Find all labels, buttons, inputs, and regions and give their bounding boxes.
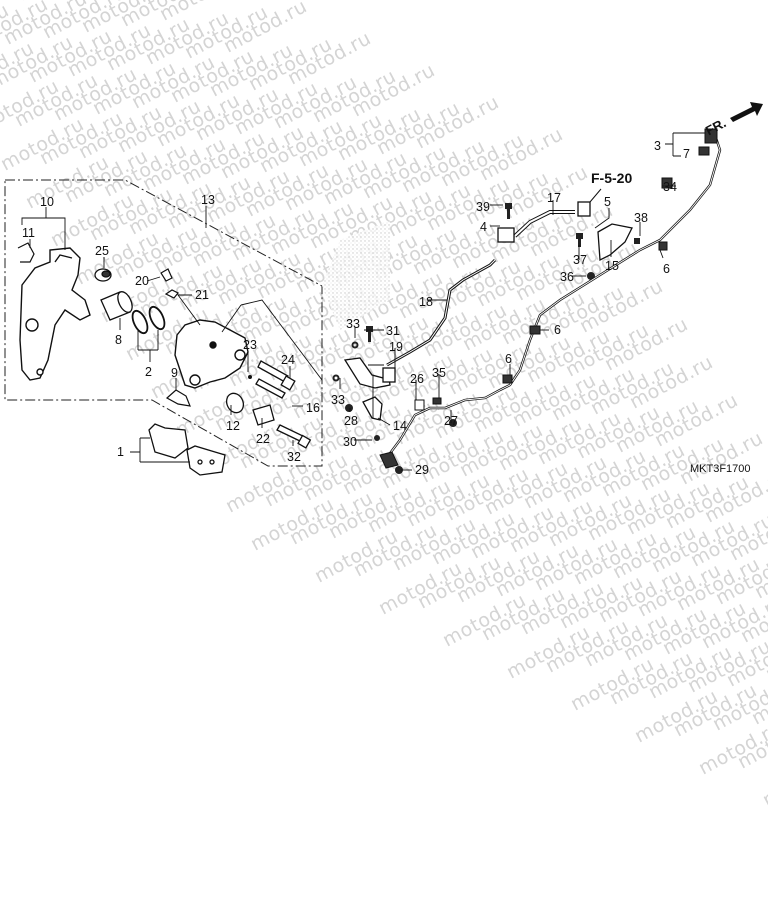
part-callout-18[interactable]: 18 [419,295,433,309]
part-callout-9[interactable]: 9 [171,366,178,380]
part-callout-23[interactable]: 23 [243,338,257,352]
seal-icon [131,305,166,335]
watermark-text: motod.ru [478,583,569,646]
part-callout-10[interactable]: 10 [40,195,54,209]
part-callout-8[interactable]: 8 [115,333,122,347]
part-callout-17[interactable]: 17 [547,191,561,205]
bleeder-icon [160,268,179,299]
brake-pad-icon [148,423,226,476]
part-callout-28[interactable]: 28 [344,414,358,428]
shaded-region [322,220,390,330]
part-callout-6[interactable]: 6 [554,323,561,337]
watermark-text: motod.ru [762,623,768,686]
clip-icon [17,242,35,263]
front-direction-arrow-icon [730,102,763,122]
part-callout-3[interactable]: 3 [654,139,661,153]
sleeve-icon [252,404,275,426]
watermark-text: motod.ru [695,717,768,780]
part-callout-33[interactable]: 33 [346,317,360,331]
part-callout-15[interactable]: 15 [605,259,619,273]
watermark-text: motod.ru [556,571,647,634]
part-callout-14[interactable]: 14 [393,419,407,433]
part-callout-24[interactable]: 24 [281,353,295,367]
part-callout-22[interactable]: 22 [256,432,270,446]
watermark-text: motod.ru [439,589,530,652]
watermark-text: motod.ru [581,609,672,672]
watermark-text: motod.ru [517,577,608,640]
diagram-artwork [4,102,763,476]
part-callout-12[interactable]: 12 [226,419,240,433]
part-callout-16[interactable]: 16 [306,401,320,415]
watermark-text: motod.ru [723,629,768,692]
watermark-text: motod.ru [542,615,633,678]
pad-spring-icon [165,389,191,407]
part-callout-7[interactable]: 7 [683,147,690,161]
watermark-text: motod.ru [734,711,768,774]
part-callout-35[interactable]: 35 [432,366,446,380]
part-callout-2[interactable]: 2 [145,365,152,379]
watermark-text: motod.ru [620,603,711,666]
watermark-text: motod.ru [645,641,736,704]
sensor-cable-inner [384,134,721,461]
part-callout-30[interactable]: 30 [343,435,357,449]
part-callout-1[interactable]: 1 [117,445,124,459]
watermark-text: motod.ru [503,621,594,684]
brake-hose-icon [386,210,575,367]
part-callout-29[interactable]: 29 [415,463,429,477]
part-callout-6[interactable]: 6 [505,352,512,366]
caliper-bracket-icon [19,247,91,381]
watermark-text: motod.ru [759,749,768,812]
part-callout-38[interactable]: 38 [634,211,648,225]
part-callout-5[interactable]: 5 [604,195,611,209]
watermark-text: motod.ru [748,667,768,730]
part-callout-20[interactable]: 20 [135,274,149,288]
part-callout-11[interactable]: 11 [22,226,35,240]
watermark-text: motod.ru [737,585,768,648]
reference-figure-label[interactable]: F-5-20 [591,170,633,186]
ref-pointer [589,188,602,203]
watermark-text: motod.ru [606,647,697,710]
pin-boot-icon [225,392,245,414]
watermark-text: motod.ru [631,685,722,748]
part-callout-13[interactable]: 13 [201,193,215,207]
leader-lines [21,132,705,471]
part-callout-36[interactable]: 36 [560,270,574,284]
part-callout-34[interactable]: 34 [663,180,677,194]
part-callout-33[interactable]: 33 [331,393,345,407]
watermark-text: motod.ru [709,673,768,736]
part-callout-26[interactable]: 26 [410,372,424,386]
watermark-text: motod.ru [670,679,761,742]
part-callout-37[interactable]: 37 [573,253,587,267]
drawing-code: MKT3F1700 [690,463,751,475]
watermark-text: motod.ru [698,591,768,654]
piston-icon [100,291,133,321]
part-callout-32[interactable]: 32 [287,450,301,464]
part-callout-21[interactable]: 21 [195,288,209,302]
watermark-text: motod.ru [684,635,768,698]
part-callout-6[interactable]: 6 [663,262,670,276]
stay-bracket-icon [597,223,633,262]
hose-bracket-icon [362,396,383,421]
part-callout-4[interactable]: 4 [480,220,487,234]
caliper-assembly-boundary [4,179,323,467]
watermark-text: motod.ru [659,597,750,660]
o-ring-icon [248,375,252,379]
banjo-hose-icon [343,201,591,389]
pin-bolt-icon [255,360,312,449]
part-callout-25[interactable]: 25 [95,244,109,258]
watermark-text: motod.ru [567,653,658,716]
boot-icon [94,268,112,282]
part-callout-39[interactable]: 39 [476,200,490,214]
caliper-body-icon [174,319,249,389]
part-callout-27[interactable]: 27 [444,414,458,428]
part-callout-31[interactable]: 31 [386,324,400,338]
part-callout-19[interactable]: 19 [389,340,403,354]
wheel-speed-sensor-icon [379,451,399,469]
